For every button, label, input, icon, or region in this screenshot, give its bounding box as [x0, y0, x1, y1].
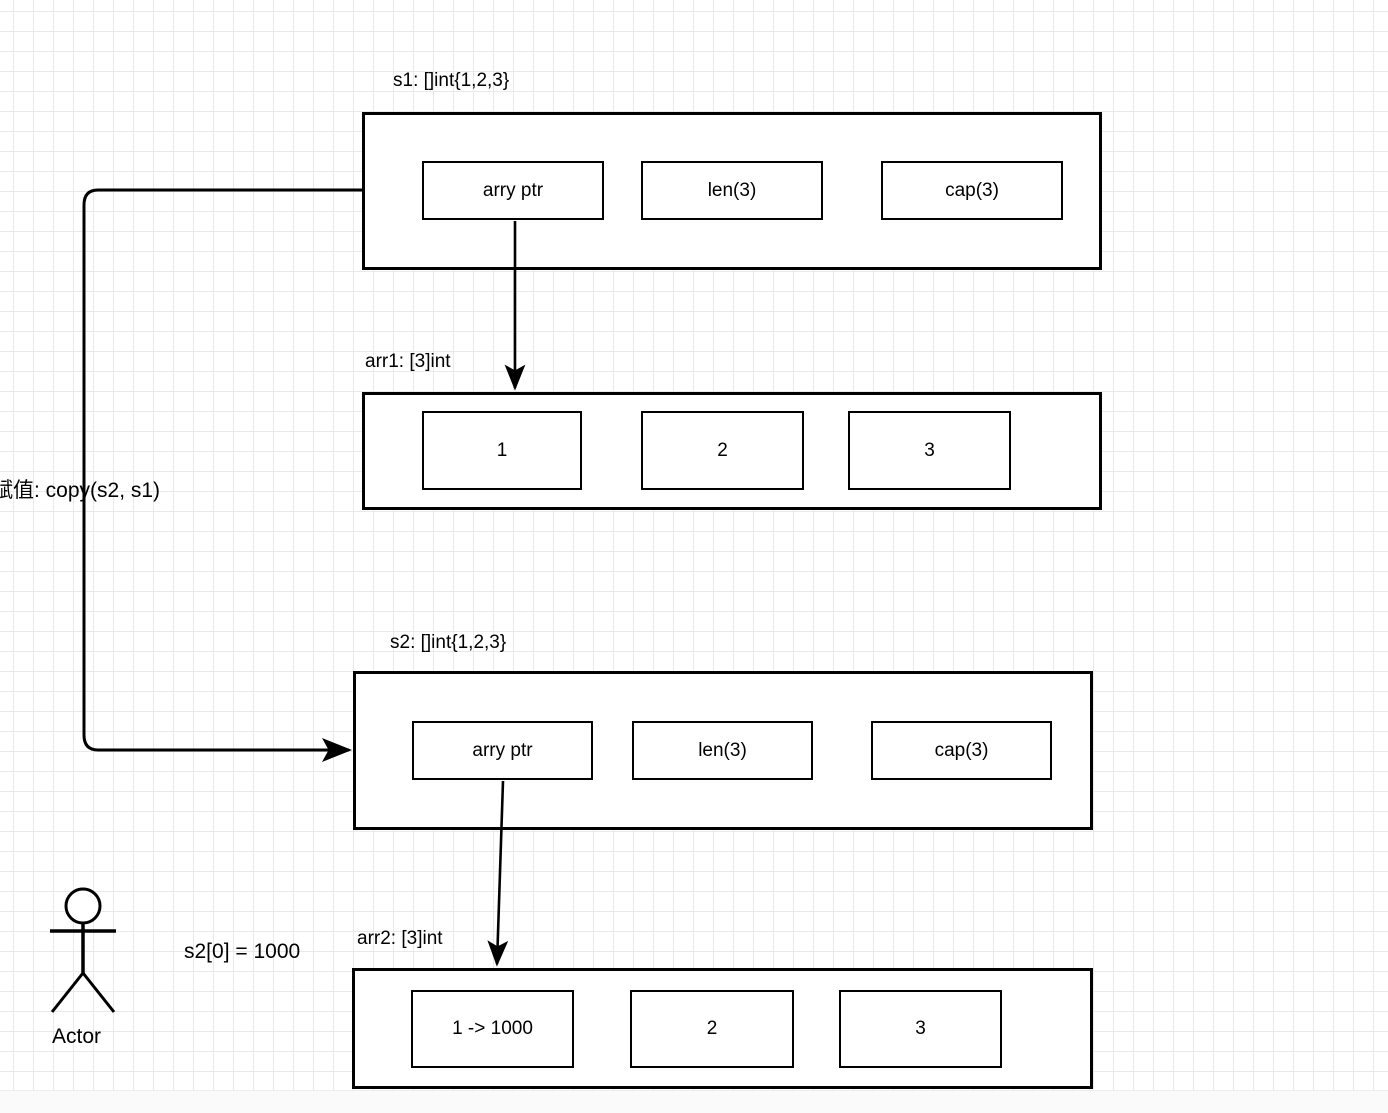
actor-stick-figure-icon[interactable] [50, 887, 116, 1013]
actor-label: Actor [52, 1025, 102, 1048]
s2-cell-cap[interactable]: cap(3) [871, 721, 1052, 780]
s1-cell-len[interactable]: len(3) [641, 161, 823, 220]
arr1-cell-2[interactable]: 3 [848, 411, 1011, 490]
arr1-cell-1[interactable]: 2 [641, 411, 804, 490]
s2-cell-len[interactable]: len(3) [632, 721, 813, 780]
arrow-s2ptr-to-arr2[interactable] [487, 780, 509, 967]
s1-cell-cap[interactable]: cap(3) [881, 161, 1063, 220]
page-bottom-strip [0, 1090, 1388, 1113]
assignment-annotation: s2[0] = 1000 [184, 940, 301, 963]
connector-layer [50, 188, 526, 1013]
arr2-cell-2[interactable]: 3 [839, 990, 1002, 1068]
arr2-cell-0[interactable]: 1 -> 1000 [411, 990, 574, 1068]
diagram-canvas[interactable]: s1: []int{1,2,3} arry ptr len(3) cap(3) … [0, 0, 1388, 1090]
arr2-cell-1[interactable]: 2 [630, 990, 794, 1068]
s2-cell-arry-ptr[interactable]: arry ptr [412, 721, 593, 780]
arr2-group-label: arr2: [3]int [357, 928, 443, 949]
arr1-group-label: arr1: [3]int [365, 351, 451, 372]
copy-call-annotation: 赋值: copy(s2, s1) [0, 479, 161, 502]
s2-group-label: s2: []int{1,2,3} [390, 632, 507, 653]
arrow-copy-s1-to-s2[interactable] [82, 188, 362, 762]
arr1-cell-0[interactable]: 1 [422, 411, 582, 490]
s1-cell-arry-ptr[interactable]: arry ptr [422, 161, 604, 220]
s1-group-label: s1: []int{1,2,3} [393, 70, 510, 91]
